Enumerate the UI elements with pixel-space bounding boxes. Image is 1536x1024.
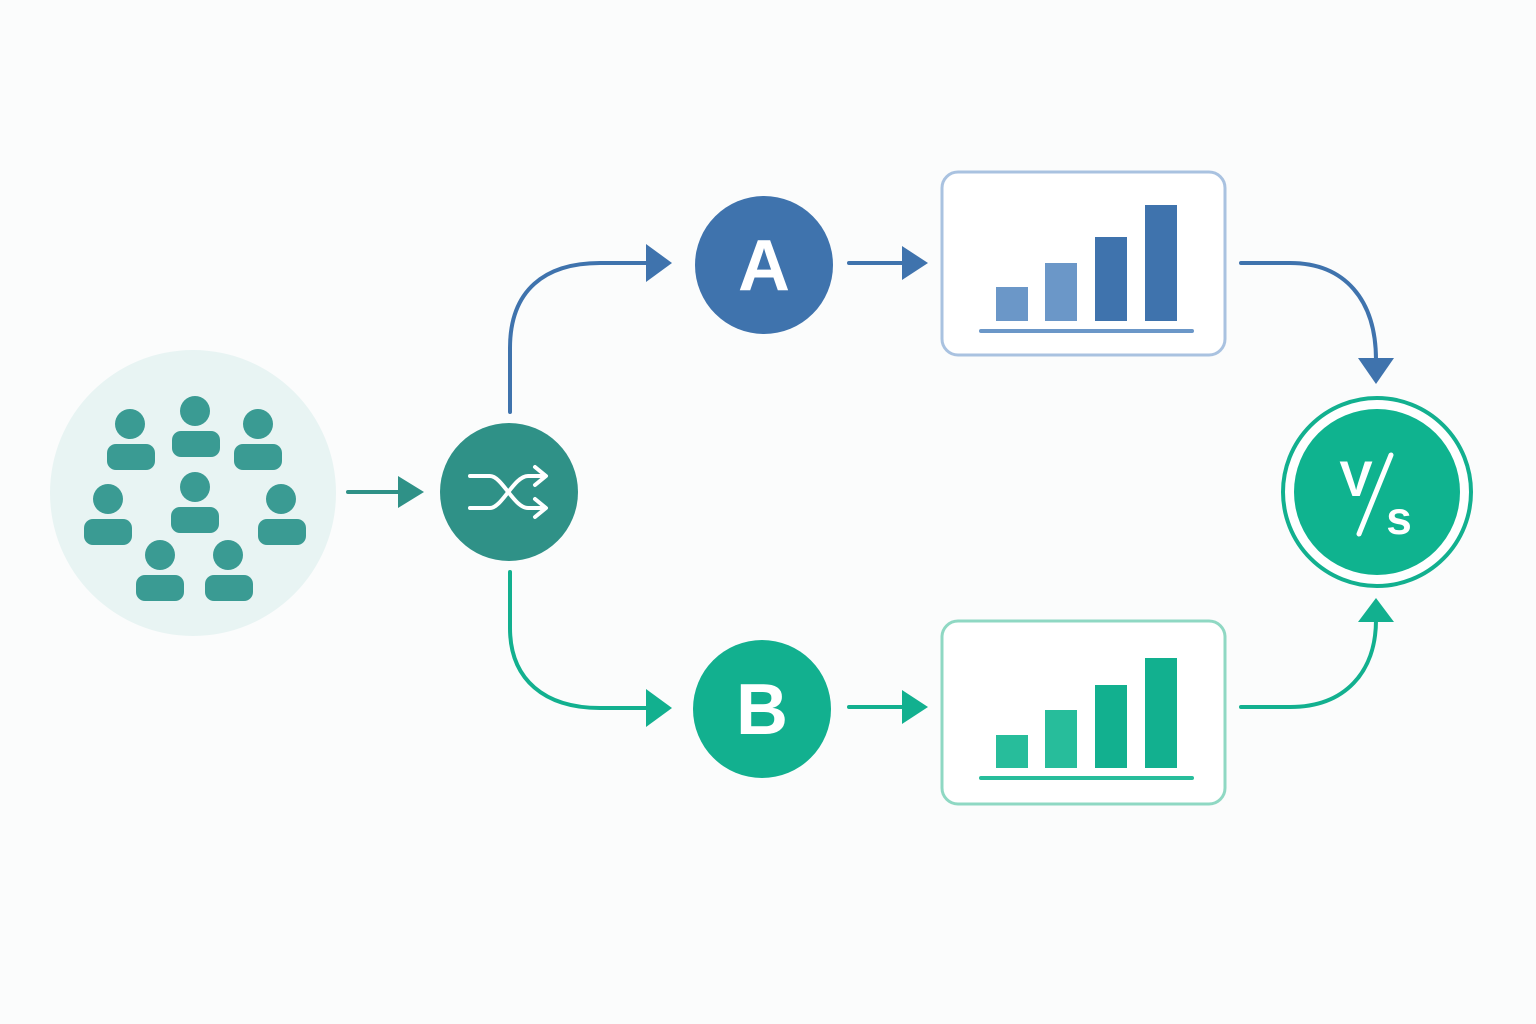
chart-bar <box>1045 710 1077 768</box>
arrow-population-to-randomizer <box>346 476 424 508</box>
chart-bar <box>996 735 1028 768</box>
variant-a-node: A <box>695 196 833 334</box>
arrow-b-to-chart-b <box>847 690 928 724</box>
chart-bar <box>1045 263 1077 321</box>
connector-chart-a-to-comparison <box>1239 261 1394 384</box>
versus-slash <box>1356 452 1394 537</box>
person-icon <box>136 540 184 601</box>
person-icon <box>84 484 132 545</box>
person-icon <box>107 409 155 470</box>
versus-label-v: V <box>1339 451 1373 507</box>
versus-label-s: s <box>1386 492 1412 544</box>
comparison-node: V s <box>1281 396 1473 588</box>
population-group <box>50 350 336 636</box>
versus-icon: V s <box>1339 451 1411 544</box>
person-icon <box>172 396 220 457</box>
arrow-a-to-chart-a <box>847 246 928 280</box>
chart-bar <box>1095 237 1127 321</box>
chart-bar <box>1145 658 1177 768</box>
connector-randomizer-to-a <box>508 244 672 414</box>
connector-randomizer-to-b <box>508 570 672 727</box>
chart-bar <box>1145 205 1177 321</box>
chart-bar <box>996 287 1028 321</box>
variant-b-node: B <box>693 640 831 778</box>
person-icon <box>205 540 253 601</box>
results-panel-a <box>940 170 1227 357</box>
shuffle-icon <box>468 465 548 519</box>
chart-bar <box>1095 685 1127 768</box>
person-icon <box>258 484 306 545</box>
connector-chart-b-to-comparison <box>1239 598 1394 709</box>
person-icon <box>171 472 219 533</box>
person-icon <box>234 409 282 470</box>
users-group-icon <box>84 396 306 601</box>
randomizer-node <box>440 423 578 561</box>
bar-chart-icon <box>979 205 1194 333</box>
results-panel-b <box>940 619 1227 806</box>
variant-a-label: A <box>738 226 790 306</box>
variant-b-label: B <box>736 670 788 750</box>
bar-chart-icon <box>979 658 1194 780</box>
